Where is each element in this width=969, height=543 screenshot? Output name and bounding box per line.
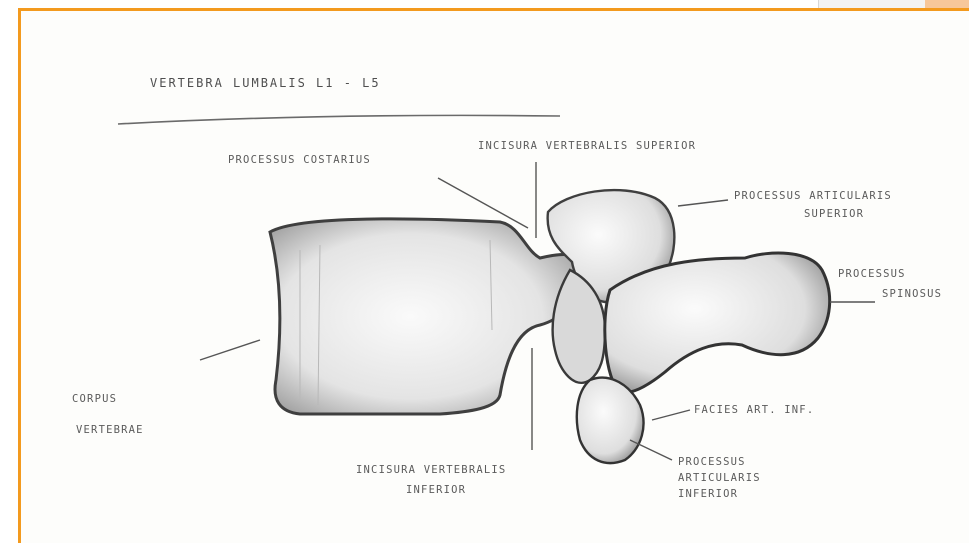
label-incisura-inferior-1: INCISURA VERTEBRALIS bbox=[356, 464, 506, 476]
leader-corpus bbox=[200, 340, 260, 360]
leader-facies bbox=[652, 410, 690, 420]
label-articularis-inferior-1: PROCESSUS bbox=[678, 456, 746, 468]
title-underline bbox=[118, 115, 560, 124]
label-articularis-superior-1: PROCESSUS ARTICULARIS bbox=[734, 190, 892, 202]
label-spinosus-1: PROCESSUS bbox=[838, 268, 906, 280]
drawing-title: VERTEBRA LUMBALIS L1 - L5 bbox=[150, 76, 381, 90]
label-corpus-1: CORPUS bbox=[72, 393, 117, 405]
label-corpus-2: VERTEBRAE bbox=[76, 424, 144, 436]
leader-articularis-superior bbox=[678, 200, 728, 206]
label-incisura-superior: INCISURA VERTEBRALIS SUPERIOR bbox=[478, 140, 696, 152]
label-processus-costarius: PROCESSUS COSTARIUS bbox=[228, 154, 371, 166]
label-articularis-superior-2: SUPERIOR bbox=[804, 208, 864, 220]
label-spinosus-2: SPINOSUS bbox=[882, 288, 942, 300]
spinous-process bbox=[605, 253, 830, 393]
label-facies: FACIES ART. INF. bbox=[694, 404, 814, 416]
label-incisura-inferior-2: INFERIOR bbox=[406, 484, 466, 496]
label-articularis-inferior-2: ARTICULARIS bbox=[678, 472, 761, 484]
label-articularis-inferior-3: INFERIOR bbox=[678, 488, 738, 500]
vertebral-body bbox=[270, 219, 582, 414]
